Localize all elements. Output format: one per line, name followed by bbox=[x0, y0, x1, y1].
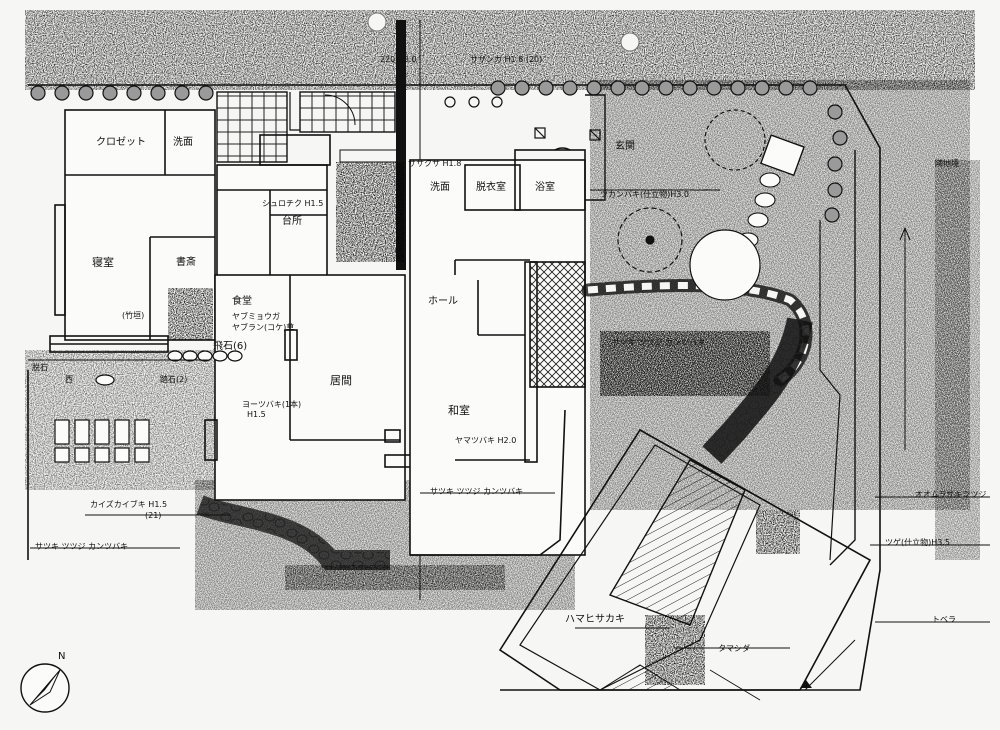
label-north: N bbox=[58, 651, 66, 662]
label-bin: (竹垣) bbox=[122, 311, 145, 320]
plant-satsuki-low: サツキ ツツジ カンツバキ bbox=[35, 542, 129, 551]
label-boundary: 隣地境 bbox=[935, 159, 959, 168]
leader-lines bbox=[28, 189, 990, 701]
scan-seam bbox=[396, 20, 406, 270]
west-stones bbox=[54, 350, 243, 463]
label-nukeishi: 脱石 bbox=[32, 363, 48, 372]
south-shade bbox=[285, 565, 505, 590]
room-bedroom: 寝室 bbox=[92, 256, 114, 269]
plant-obou: オオムラサキツツジ bbox=[915, 490, 987, 499]
punch-hole-left bbox=[367, 12, 387, 32]
room-washitsu: 和室 bbox=[448, 404, 470, 417]
room-living: 居間 bbox=[330, 374, 352, 387]
stair-block bbox=[498, 428, 872, 691]
plant-tsuge: ツゲ(仕立物)H3.5 bbox=[885, 538, 950, 547]
stone-court bbox=[168, 288, 213, 340]
inner-courtyard bbox=[335, 161, 405, 263]
north-arrow bbox=[20, 663, 70, 713]
engawa-deck bbox=[529, 261, 586, 388]
room-kitchen: 台所 bbox=[282, 216, 302, 227]
living-block bbox=[204, 274, 426, 501]
bath-tile bbox=[299, 91, 396, 133]
room-hall: ホール bbox=[428, 296, 458, 307]
room-dining: 食堂 bbox=[232, 296, 252, 307]
kitchen-tile bbox=[216, 91, 288, 163]
plant-shurochiku: シュロチク H1.5 bbox=[262, 199, 324, 208]
room-senmen-tl: 洗面 bbox=[173, 137, 193, 148]
lantern bbox=[759, 134, 805, 177]
label-stone-count: 飛石(6) bbox=[213, 341, 248, 352]
plant-kaizuka: カイズカイブキ H1.5 bbox=[90, 500, 168, 509]
top-hedge-row bbox=[30, 80, 848, 223]
plant-satsuki-center: サツキ ツツジ カンツバキ bbox=[612, 338, 706, 347]
room-washroom: 脱衣室 bbox=[476, 182, 506, 193]
plant-kokekusa2: ヤブラン(コケ)草 bbox=[232, 323, 295, 332]
plant-hamahisakaki: ハマヒサカキ bbox=[565, 614, 625, 625]
room-closet: クロゼット bbox=[96, 137, 146, 148]
room-bath: 浴室 bbox=[535, 182, 555, 193]
room-senmen-mid: 洗面 bbox=[430, 182, 450, 193]
room-study: 書斎 bbox=[176, 257, 196, 268]
pond-planting bbox=[599, 330, 771, 397]
plant-satsuki-path: サツキ ツツジ カンツバキ bbox=[430, 487, 524, 496]
plant-top-small: 220 H3.0 bbox=[380, 55, 417, 64]
label-west: 西 bbox=[65, 375, 73, 384]
plant-yomi-h: H1.5 bbox=[247, 410, 266, 419]
plant-sasa: ササクサ H1.8 bbox=[408, 159, 462, 168]
plant-kaizuka-count: (21) bbox=[145, 511, 162, 520]
lamp-markers bbox=[444, 96, 601, 141]
plant-kanzashi: ツカンバキ(仕立物)H3.0 bbox=[600, 190, 689, 199]
room-genkan: 玄関 bbox=[615, 141, 635, 152]
plant-yama-gyo: ヤマツバキ H2.0 bbox=[455, 436, 517, 445]
punch-hole-right bbox=[620, 32, 640, 52]
plant-yomi: ヨーツバキ(1本) bbox=[242, 400, 302, 409]
trees bbox=[617, 109, 801, 555]
plant-tamamaki: タマシダ bbox=[718, 644, 750, 653]
label-fumiishi: 踏石(2) bbox=[160, 375, 188, 384]
plant-top-hedge: サザンカ H1.8 (20) bbox=[470, 55, 543, 64]
label-path: トベラ bbox=[932, 615, 956, 624]
plant-kokekusa: ヤブミョウガ bbox=[232, 312, 280, 321]
